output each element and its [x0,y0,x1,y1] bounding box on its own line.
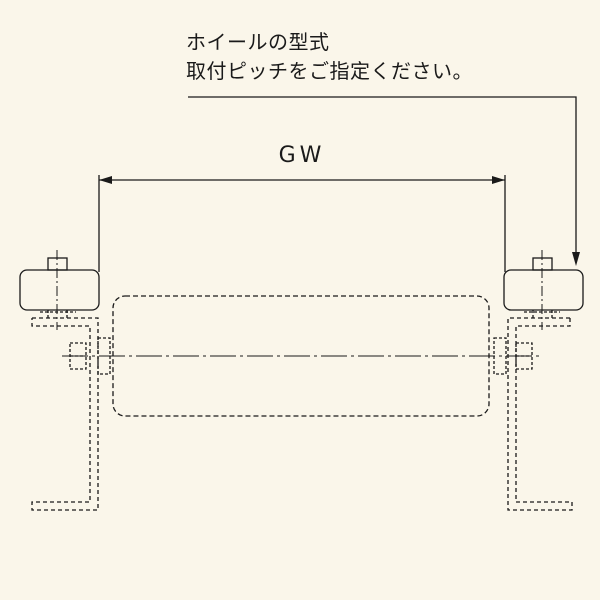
specification-note: ホイールの型式 取付ピッチをご指定ください。 [186,28,473,86]
gw-arrow-right [492,176,505,184]
leader-arrowhead [572,252,580,266]
gw-arrow-left [99,176,112,184]
left-wheel [19,250,100,330]
note-line-wheel-type: ホイールの型式 [186,30,330,54]
gw-dimension-line [98,175,506,272]
right-frame-bracket [507,317,573,511]
right-shaft-nut [493,337,533,375]
right-wheel [503,250,584,330]
left-shaft-nut [69,337,111,375]
note-line-pitch-request: 取付ピッチをご指定ください。 [186,59,473,83]
left-frame-bracket [31,317,99,511]
leader-line [188,96,580,266]
gw-dimension-label: GW [278,143,326,168]
